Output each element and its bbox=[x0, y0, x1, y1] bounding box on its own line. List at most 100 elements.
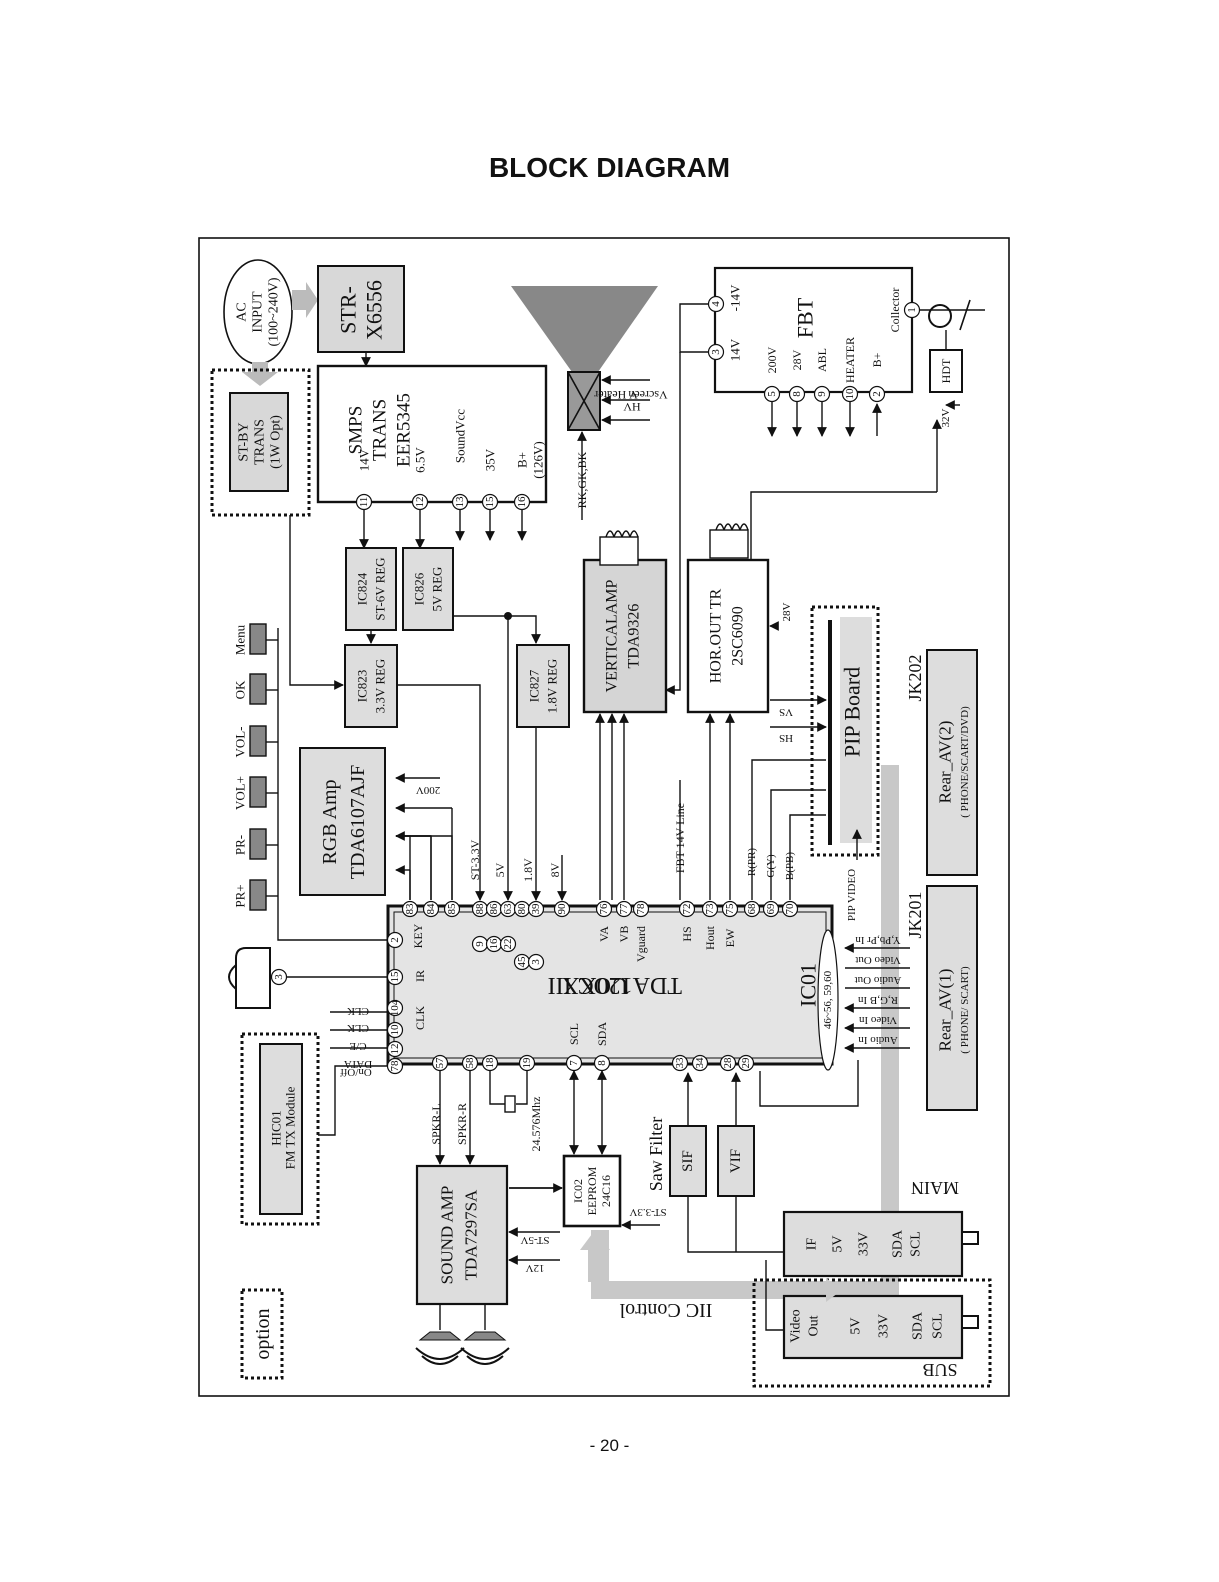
onoff-line bbox=[318, 1065, 388, 1136]
uoc-top-pin-label: 69 bbox=[765, 903, 777, 915]
eeprom bbox=[562, 1154, 622, 1228]
uoc-top-pin2-label: 9 bbox=[474, 941, 486, 947]
uoc-top-pin-label: 63 bbox=[502, 903, 514, 915]
v28-label: 28V bbox=[781, 602, 793, 621]
fbt-bottom-label: 200V bbox=[765, 346, 779, 373]
sound-amp-label: SOUND AMP bbox=[438, 1186, 457, 1285]
fbt-to-vert bbox=[665, 352, 681, 695]
uoc-bottom-pin-label: 18 bbox=[484, 1057, 496, 1069]
uoc-top-pin-label: 70 bbox=[784, 903, 796, 915]
pip-dotted-frame bbox=[810, 605, 880, 857]
sif-feed bbox=[687, 1196, 784, 1253]
uoc-bottom-pin-label: 28 bbox=[722, 1057, 734, 1069]
va-label: VA bbox=[597, 926, 611, 942]
str-label: X6556 bbox=[362, 280, 387, 340]
hout-label: Hout bbox=[703, 925, 717, 950]
g-pip bbox=[770, 789, 826, 900]
fbt-pin bbox=[841, 385, 859, 403]
uoc-bottom-pin bbox=[737, 1054, 755, 1072]
stby-to-ic823 bbox=[289, 515, 344, 690]
crt-label: HV bbox=[623, 400, 641, 414]
smps-title: SMPS bbox=[346, 406, 367, 455]
smps-pin bbox=[355, 493, 373, 511]
uoc-bottom-pin bbox=[461, 1054, 479, 1072]
rgb-feed bbox=[396, 835, 411, 900]
uoc-bottom-pin bbox=[481, 1054, 499, 1072]
sub-tuner bbox=[782, 1294, 964, 1360]
st33-eeprom-label: ST-3.3V bbox=[629, 1206, 666, 1218]
option-dotted-frame bbox=[240, 1288, 284, 1380]
rear-av1-signal: Audio In bbox=[858, 1034, 898, 1046]
left-signal-label: DATA bbox=[344, 1058, 373, 1070]
smps-pin-label: 12 bbox=[414, 497, 426, 508]
page-title: BLOCK DIAGRAM bbox=[488, 152, 731, 183]
fbt-bottom-label: ABL bbox=[815, 348, 829, 372]
5v-label: 5V bbox=[493, 862, 507, 877]
eeprom-label: EEPROM bbox=[585, 1166, 599, 1215]
uoc-top-pin2-label: 22 bbox=[502, 939, 514, 950]
smps-pin-label: 13 bbox=[454, 496, 466, 508]
speaker-wave-icon bbox=[466, 1355, 504, 1365]
fbt-pin-label: 2 bbox=[871, 391, 883, 397]
rear-av1 bbox=[926, 885, 978, 1111]
fbt bbox=[713, 266, 914, 394]
rear-av1-signal: R,G,B In bbox=[857, 994, 898, 1006]
smps-output-label: 6.5V bbox=[413, 447, 428, 473]
ic824-label: ST-6V REG bbox=[373, 557, 388, 620]
ir-receiver-icon bbox=[235, 947, 271, 1009]
fbt-bottom-label: HEATER bbox=[843, 337, 857, 383]
uoc-left-pin-label: 10 bbox=[389, 1024, 401, 1036]
uoc-top-pin-label: 76 bbox=[598, 903, 610, 915]
sub-label: SUB bbox=[922, 1360, 957, 1380]
main-tuner-label: SCL bbox=[909, 1231, 924, 1257]
rear-av1-signal: Video In bbox=[858, 1014, 897, 1026]
jk201-label: JK201 bbox=[905, 891, 925, 938]
smps-pin-label: 15 bbox=[484, 496, 496, 508]
fbt-pin-label: 1 bbox=[906, 307, 918, 313]
fbt-pin bbox=[788, 385, 806, 403]
rear-av2-label: Rear_AV(2) bbox=[936, 721, 955, 804]
rgb-amp-label: RGB Amp bbox=[319, 779, 341, 864]
uoc-top-pin-label: 39 bbox=[530, 903, 542, 915]
vertical-amp bbox=[582, 558, 668, 714]
vif-label: VIF bbox=[728, 1149, 744, 1173]
smps-pin bbox=[513, 493, 531, 511]
uoc-left-pin bbox=[386, 999, 404, 1017]
rgb-amp bbox=[299, 747, 386, 896]
uoc-top-pin bbox=[615, 900, 633, 918]
uoc-top-pin-label: 88 bbox=[474, 903, 486, 915]
uoc-top-pin2-label: 16 bbox=[488, 938, 500, 950]
iic-arrow-icon bbox=[580, 1230, 610, 1282]
uoc-top-pin-label: 85 bbox=[446, 903, 458, 915]
fbt-pin-label: 4 bbox=[710, 301, 722, 307]
crt-cross-2 bbox=[567, 371, 601, 431]
ir-lens-icon bbox=[228, 964, 237, 990]
main-tuner-label: 33V bbox=[857, 1232, 872, 1256]
stby-line: (1W Opt) bbox=[269, 415, 284, 469]
ic01-range: 46~56, 59,60 bbox=[822, 970, 834, 1029]
uoc-bottom-pin-label: 19 bbox=[521, 1057, 533, 1069]
main-tuner bbox=[782, 1210, 964, 1278]
coil-icon bbox=[731, 523, 741, 531]
key-label: PR- bbox=[233, 835, 248, 855]
ac-input-line: (100~240V) bbox=[267, 277, 282, 346]
uoc-bottom-pin bbox=[671, 1054, 689, 1072]
b-pip bbox=[789, 814, 826, 900]
uoc-top-pin bbox=[632, 900, 650, 918]
uoc-top-pin bbox=[595, 900, 613, 918]
main-tuner-label: IF bbox=[805, 1238, 820, 1251]
ic01-label: IC01 bbox=[796, 963, 821, 1007]
hs-label: HS bbox=[779, 732, 793, 744]
iic-control-label: IIC Control bbox=[619, 1299, 712, 1321]
hor-to-hdt bbox=[750, 491, 937, 560]
smps-pin-label: 11 bbox=[358, 497, 370, 508]
fbt-pin-label: 10 bbox=[844, 388, 856, 400]
coil-icon bbox=[739, 523, 749, 531]
fbt-14v-join bbox=[679, 303, 708, 353]
rear-av1-label: Rear_AV(1) bbox=[936, 969, 955, 1052]
coil-icon bbox=[621, 530, 631, 538]
hs-pin-label: HS bbox=[680, 926, 694, 941]
ic823-label: IC823 bbox=[355, 670, 370, 703]
coil-box bbox=[709, 529, 749, 559]
b-label: B(PB) bbox=[784, 852, 796, 880]
